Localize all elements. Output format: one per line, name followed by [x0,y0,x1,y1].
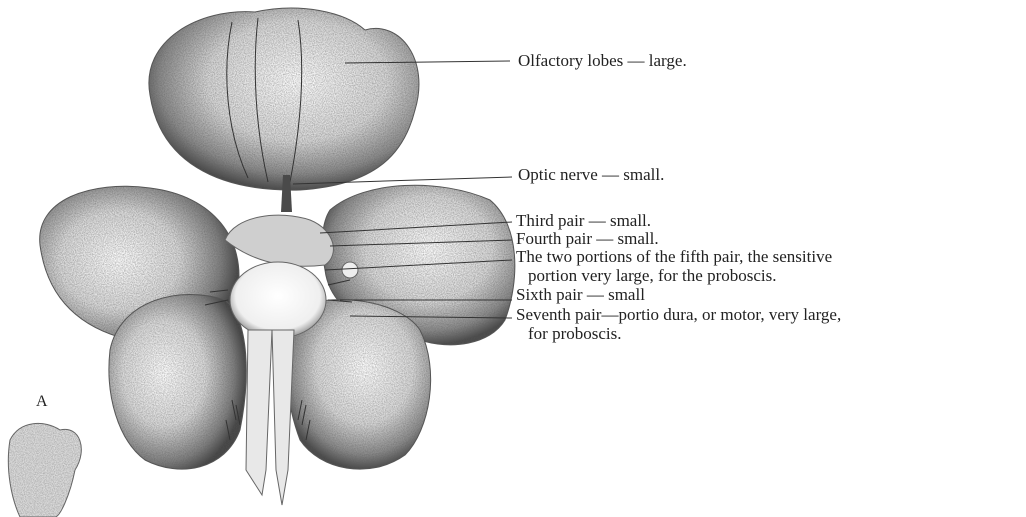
olfactory-lobes [149,8,419,190]
label-fifth-line1: The two portions of the fifth pair, the … [516,247,832,266]
label-olfactory: Olfactory lobes — large. [518,51,687,70]
brain-illustration [8,8,515,517]
pons [225,215,333,338]
labels: Olfactory lobes — large. Optic nerve — s… [516,51,841,343]
label-fourth: Fourth pair — small. [516,229,659,248]
label-seventh-line1: Seventh pair—portio dura, or motor, very… [516,305,841,324]
panel-letter: A [36,393,48,410]
label-seventh-line2: for proboscis. [528,324,621,343]
label-optic: Optic nerve — small. [518,165,664,184]
label-third: Third pair — small. [516,211,651,230]
label-sixth: Sixth pair — small [516,285,645,304]
panel-a-sketch [8,423,81,517]
label-fifth-line2: portion very large, for the proboscis. [528,266,776,285]
